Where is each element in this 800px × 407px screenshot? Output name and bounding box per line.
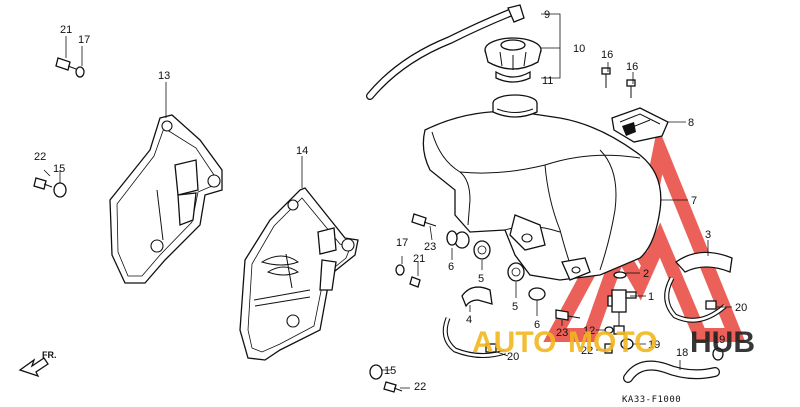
fuel-tank-7	[422, 94, 662, 281]
callout-3: 3	[705, 229, 711, 241]
callout-15-bottom: 15	[384, 365, 396, 377]
bolt-22-left	[33, 177, 53, 190]
frame-guard-right-14	[239, 187, 359, 361]
callout-16-b: 16	[626, 61, 638, 73]
callout-15-left: 15	[53, 163, 65, 175]
callout-17-mid: 17	[396, 237, 408, 249]
callout-23-right: 23	[556, 327, 568, 339]
callout-19-right: 19	[713, 334, 725, 346]
callout-18: 18	[676, 347, 688, 359]
frame-guard-left-13	[109, 114, 223, 284]
grommet-5-a	[473, 240, 491, 260]
bolt-21-mid	[409, 276, 421, 288]
callout-2: 2	[643, 268, 649, 280]
callout-19-valve: 19	[648, 339, 660, 351]
callout-16-a: 16	[601, 49, 613, 61]
callout-5-b: 5	[512, 301, 518, 313]
bolt-23-mid	[411, 213, 437, 227]
watermark-auto: AUTO	[472, 326, 556, 359]
direction-label: FR.	[42, 350, 57, 360]
callout-6-mid: 6	[448, 261, 454, 273]
rubber-3	[675, 251, 733, 273]
diagram-code: KA33-F1000	[622, 395, 681, 405]
callout-10: 10	[573, 43, 585, 55]
callout-7: 7	[691, 195, 697, 207]
breather-hose-9	[366, 4, 525, 100]
watermark-hub: HUB	[690, 326, 755, 359]
screw-22-valve	[604, 343, 613, 354]
callout-9: 9	[544, 9, 550, 21]
fuel-hose-18	[623, 360, 720, 383]
callout-6-right: 6	[534, 319, 540, 331]
washer-2	[613, 271, 627, 279]
clip-8	[611, 107, 669, 143]
callout-20-right: 20	[735, 302, 747, 314]
callout-20-left: 20	[507, 351, 519, 363]
callout-23-mid: 23	[424, 241, 436, 253]
rubber-4	[461, 286, 493, 308]
bolt-22-bottom	[383, 381, 403, 393]
clamp-19-right	[712, 347, 724, 361]
washer-6-right	[528, 287, 546, 301]
callout-22-bottom: 22	[414, 381, 426, 393]
fuel-valve-1	[607, 289, 637, 335]
callout-21-top: 21	[60, 24, 72, 36]
callout-21-mid: 21	[413, 253, 425, 265]
bolt-23-right	[555, 309, 581, 321]
bolt-16-a	[601, 67, 611, 88]
bolt-16-b	[626, 79, 636, 98]
callout-5-a: 5	[478, 273, 484, 285]
callout-17-top: 17	[78, 34, 90, 46]
collar-15-bottom	[369, 364, 383, 380]
callout-12: 12	[583, 325, 595, 337]
bolt-21-top	[55, 57, 77, 71]
front-direction-arrow: FR.	[18, 350, 57, 378]
collar-15-left	[53, 182, 67, 198]
callout-22-valve: 22	[581, 345, 593, 357]
callout-labels: 9 10 11 21 17 13 14 22 15 16 16 8 7 3 2 …	[34, 9, 747, 393]
band-20-left	[442, 317, 506, 358]
band-20-right	[664, 276, 727, 323]
washer-17-mid	[395, 264, 405, 276]
watermark-moto: MOTO	[568, 326, 657, 359]
callout-11: 11	[542, 75, 553, 87]
callout-22-left: 22	[34, 151, 46, 163]
callout-14: 14	[296, 145, 308, 157]
callout-1: 1	[648, 291, 654, 303]
callout-8: 8	[688, 117, 694, 129]
collar-6-mid	[446, 230, 470, 249]
callout-4: 4	[466, 314, 472, 326]
fuel-cap-10	[484, 37, 542, 83]
leader-lines	[43, 13, 732, 389]
watermark-text: AUTO MOTO HUB	[472, 326, 755, 359]
washer-17-top	[75, 66, 85, 78]
callout-13: 13	[158, 70, 170, 82]
grommet-5-b	[507, 262, 525, 282]
